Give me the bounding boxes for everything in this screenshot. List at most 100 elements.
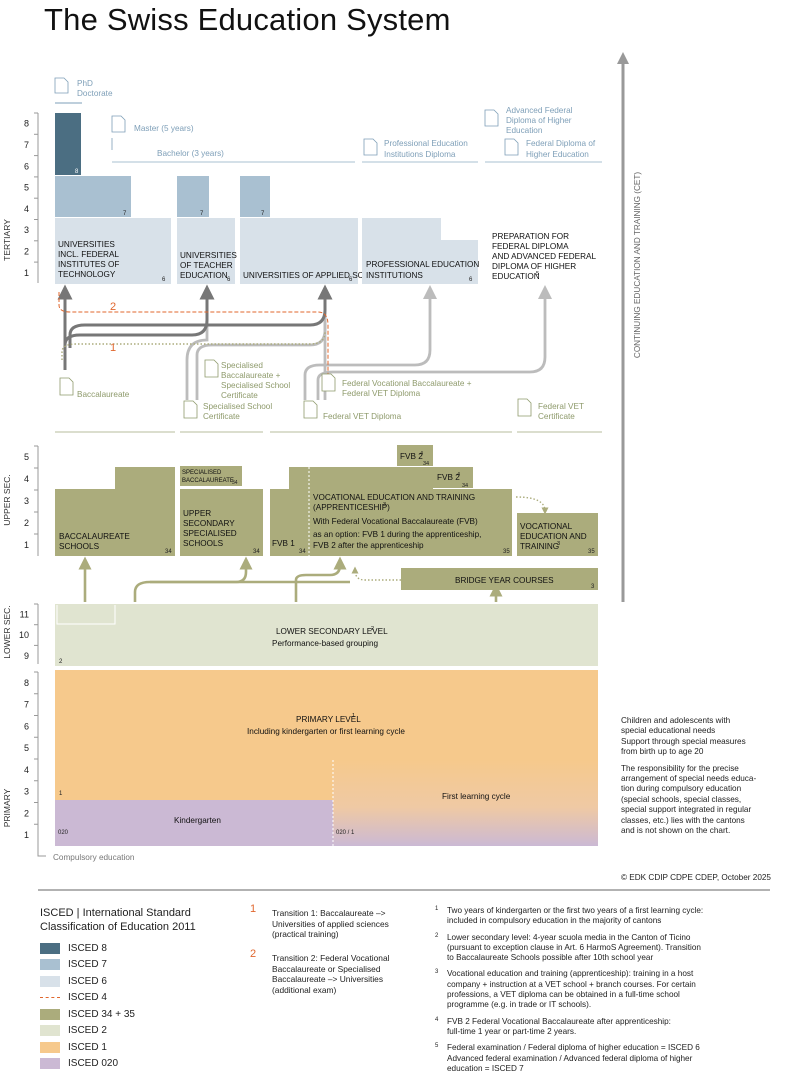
svg-text:Bachelor (3 years): Bachelor (3 years)	[157, 149, 224, 158]
fvb1-block	[270, 467, 309, 556]
legend-swatch	[40, 1008, 60, 1020]
legend-item: ISCED 7	[40, 957, 240, 974]
year-tick-label: 4	[24, 474, 29, 484]
svg-text:34: 34	[253, 549, 260, 555]
page-title: The Swiss Education System	[44, 2, 451, 37]
degree-phd: PhD Doctorate	[54, 77, 113, 104]
svg-text:FVB 2: FVB 2	[437, 473, 460, 482]
svg-text:Specialised School: Specialised School	[203, 402, 272, 411]
svg-text:TECHNOLOGY: TECHNOLOGY	[58, 270, 116, 279]
degree-master: Master (5 years)	[111, 115, 194, 133]
degree-pe-diploma: Professional Education Institutions Dipl…	[362, 138, 478, 163]
svg-text:EDUCATION: EDUCATION	[180, 271, 228, 280]
legend-swatch	[40, 1041, 60, 1053]
primary-subtitle: Including kindergarten or first learning…	[247, 727, 405, 736]
axis-label-tertiary: TERTIARY	[2, 219, 12, 261]
svg-text:FVB 2: FVB 2	[400, 452, 423, 461]
svg-text:8: 8	[75, 169, 79, 175]
svg-text:Federal Diploma of: Federal Diploma of	[526, 139, 596, 148]
svg-text:SECONDARY: SECONDARY	[183, 519, 235, 528]
svg-text:SPECIALISED: SPECIALISED	[182, 470, 222, 476]
legend-swatch	[40, 959, 60, 971]
svg-text:35: 35	[503, 549, 510, 555]
svg-text:7: 7	[200, 211, 204, 217]
svg-text:FVB 2 after the apprenticeship: FVB 2 after the apprenticeship	[313, 541, 424, 550]
isced6-block-teacher	[177, 218, 235, 284]
transition-2-note: 2 Transition 2: Federal Vocational Bacca…	[250, 948, 390, 995]
lower-secondary-title: LOWER SECONDARY LEVEL	[276, 627, 388, 636]
year-tick-label: 11	[20, 609, 29, 619]
svg-text:VOCATIONAL: VOCATIONAL	[520, 522, 573, 531]
svg-text:(APPRENTICESHIP): (APPRENTICESHIP)	[313, 503, 390, 512]
certificate-specialised-school: Specialised School Certificate	[183, 400, 272, 421]
year-tick-label: 9	[24, 651, 29, 661]
svg-text:Institutions Diploma: Institutions Diploma	[384, 150, 456, 159]
isced7-block-applied	[240, 176, 270, 217]
special-needs-responsibility: The responsibility for the precise arran…	[621, 763, 757, 836]
legend-swatch	[40, 942, 60, 954]
degree-advanced-federal: Advanced Federal Diploma of Higher Educa…	[484, 106, 573, 135]
isced7-block-universities	[55, 176, 131, 217]
svg-text:Master (5 years): Master (5 years)	[134, 124, 194, 133]
svg-text:1: 1	[352, 713, 355, 719]
degree-bachelor: Bachelor (3 years)	[111, 138, 355, 163]
svg-text:SPECIALISED: SPECIALISED	[183, 529, 237, 538]
svg-text:34: 34	[299, 549, 306, 555]
svg-text:FEDERAL DIPLOMA: FEDERAL DIPLOMA	[492, 242, 569, 251]
svg-text:Federal VET Diploma: Federal VET Diploma	[342, 389, 421, 398]
isced6-block-pe-institutions	[362, 218, 478, 284]
year-tick-label: 6	[24, 721, 29, 731]
svg-text:INSTITUTIONS: INSTITUTIONS	[366, 271, 423, 280]
year-tick-label: 4	[24, 765, 29, 775]
legend-label: ISCED 6	[68, 975, 107, 987]
svg-text:34: 34	[232, 480, 238, 486]
svg-text:Doctorate: Doctorate	[77, 89, 113, 98]
svg-text:5: 5	[536, 271, 539, 277]
legend-item: ISCED 2	[40, 1023, 240, 1040]
svg-text:UNIVERSITIES: UNIVERSITIES	[180, 251, 237, 260]
legend-label: ISCED 34 + 35	[68, 1008, 135, 1020]
lower-secondary-subtitle: Performance-based grouping	[272, 639, 378, 648]
certificate-vet: Federal VET Certificate	[517, 398, 584, 421]
legend-swatch	[40, 1025, 60, 1037]
year-tick-label: 2	[24, 518, 29, 528]
svg-text:SCHOOLS: SCHOOLS	[183, 539, 224, 548]
svg-text:Federal VET Diploma: Federal VET Diploma	[323, 412, 402, 421]
special-needs-note: Children and adolescents with special ed…	[621, 716, 771, 842]
isced8-block	[55, 113, 81, 175]
svg-text:Higher Education: Higher Education	[526, 150, 589, 159]
svg-text:AND ADVANCED FEDERAL: AND ADVANCED FEDERAL	[492, 252, 596, 261]
svg-text:6: 6	[469, 277, 473, 283]
legend-label: ISCED 4	[68, 992, 107, 1004]
svg-text:35: 35	[588, 549, 595, 555]
certificate-specialised-bacc: Specialised Baccalaureate + Specialised …	[204, 359, 290, 400]
svg-text:020 / 1: 020 / 1	[336, 830, 355, 836]
legend-item: ISCED 6	[40, 973, 240, 990]
certificate-fvb-vet: Federal Vocational Baccalaureate + Feder…	[321, 373, 472, 398]
year-tick-label: 5	[24, 183, 29, 193]
svg-text:UNIVERSITIES OF APPLIED SCIENC: UNIVERSITIES OF APPLIED SCIENCES	[243, 271, 395, 280]
svg-text:UPPER: UPPER	[183, 509, 211, 518]
copyright-notice: © EDK CDIP CDPE CDEP, October 2025	[621, 873, 771, 882]
svg-text:Certificate: Certificate	[538, 412, 575, 421]
transition-1-marker: 1	[110, 342, 116, 354]
svg-text:34: 34	[462, 483, 468, 489]
legend-swatch	[40, 1058, 60, 1070]
svg-text:Specialised: Specialised	[221, 361, 263, 370]
legend-label: ISCED 020	[68, 1058, 119, 1070]
axis-label-primary: PRIMARY	[2, 788, 12, 827]
svg-text:Specialised School: Specialised School	[221, 381, 290, 390]
vet-certificate-block	[517, 513, 598, 556]
cet-label: CONTINUING EDUCATION AND TRAINING (CET)	[633, 172, 642, 358]
compulsory-education-label: Compulsory education	[53, 853, 135, 862]
svg-text:3: 3	[383, 502, 386, 508]
legend-label: ISCED 1	[68, 1041, 107, 1053]
svg-text:VOCATIONAL EDUCATION AND TRAIN: VOCATIONAL EDUCATION AND TRAINING	[313, 493, 475, 502]
transition-1-note: 1 Transition 1: Baccalaureate –> Univers…	[250, 903, 389, 939]
svg-text:Education: Education	[506, 126, 543, 135]
year-tick-label: 1	[24, 268, 29, 278]
isced7-block-teacher	[177, 176, 209, 217]
